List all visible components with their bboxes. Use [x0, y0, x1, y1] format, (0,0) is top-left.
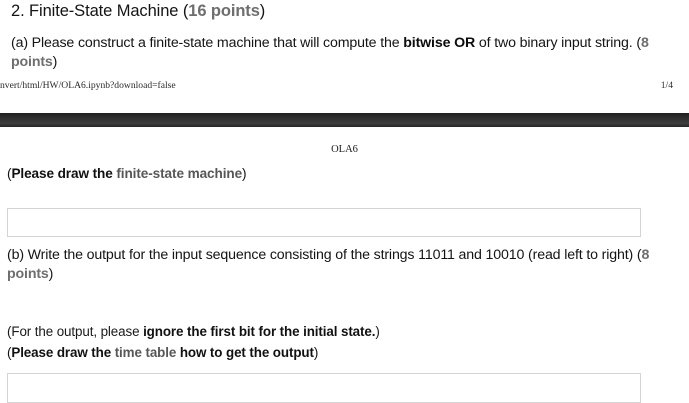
question-2b-lead: (b) Write the output for the input seque… [7, 247, 642, 263]
page-footer-page-number: 1/4 [660, 80, 673, 91]
time-table-label-dark-2: how to get the output [176, 345, 314, 360]
draw-fsm-instruction: (Please draw the finite-state machine) [7, 165, 247, 183]
ignore-note-emphasis: ignore the first bit for the initial sta… [143, 324, 376, 339]
pdf-page-2: OLA6 (Please draw the finite-state machi… [0, 127, 689, 403]
draw-fsm-close-paren: ) [242, 166, 247, 181]
pdf-page-1: 2. Finite-State Machine (16 points) (a) … [0, 0, 689, 113]
question-2b-end: ) [48, 265, 54, 282]
draw-fsm-label-gray: finite-state machine [116, 166, 243, 181]
ignore-note-close: ) [375, 324, 380, 339]
time-table-close-paren: ) [313, 345, 319, 360]
draw-fsm-label-dark: Please draw the [11, 166, 117, 181]
page-break-separator [0, 113, 689, 127]
page-footer-url: nvert/html/HW/OLA6.ipynb?download=false [0, 80, 176, 91]
ignore-note-open: (For the output, please [7, 324, 144, 339]
question-2a-lead: (a) Please construct a finite-state mach… [11, 35, 404, 51]
time-table-label-dark-1: Please draw the [11, 345, 115, 360]
question-2b-points: 8 points [7, 247, 650, 282]
answer-box-time-table[interactable] [7, 373, 641, 403]
page-header-title: OLA6 [331, 144, 358, 155]
answer-box-fsm[interactable] [7, 208, 641, 237]
question-2-points: 16 points [188, 2, 260, 20]
draw-fsm-open-paren: ( [7, 166, 12, 181]
question-2-heading: 2. Finite-State Machine (16 points) [11, 0, 265, 22]
ignore-first-bit-note: (For the output, please ignore the first… [7, 323, 380, 341]
question-2a-emphasis: bitwise OR [403, 35, 476, 51]
time-table-label-gray: time table [114, 345, 177, 360]
question-2a-mid: of two binary input string. ( [475, 35, 641, 51]
question-2a-text: (a) Please construct a finite-state mach… [11, 34, 671, 71]
question-2-heading-suffix: ) [259, 2, 266, 20]
draw-time-table-instruction: (Please draw the time table how to get t… [7, 344, 318, 362]
question-2-heading-text: 2. Finite-State Machine ( [11, 2, 189, 20]
question-2b-text: (b) Write the output for the input seque… [7, 246, 667, 283]
question-2a-points: 8 points [11, 35, 649, 70]
question-2a-end: ) [52, 53, 58, 70]
time-table-open-paren: ( [7, 345, 12, 360]
